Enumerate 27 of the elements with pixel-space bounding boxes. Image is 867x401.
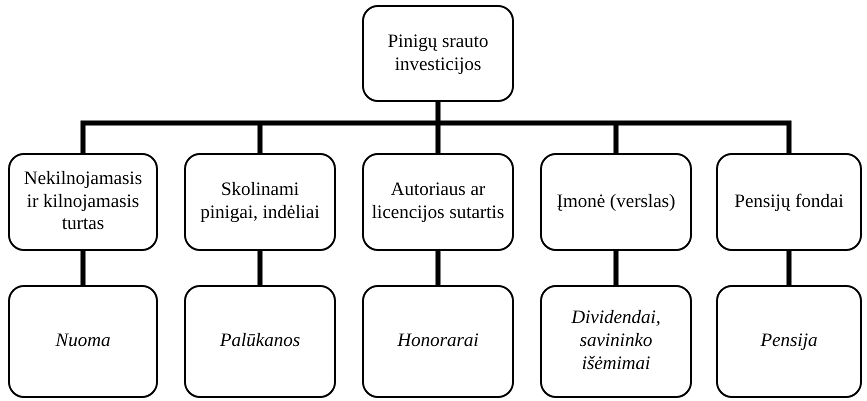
rounded-box: [362, 153, 514, 251]
box-label: Pensijų fondai: [734, 190, 844, 214]
box-label: Įmonė (verslas): [556, 190, 676, 214]
rounded-box: [184, 285, 336, 398]
rounded-box: [362, 5, 514, 102]
box-label: Autoriaus ar licencijos sutartis: [370, 179, 506, 225]
box-label: Nuoma: [56, 330, 110, 353]
box-label: Pinigų srauto investicijos: [386, 30, 490, 76]
connector-line: [258, 248, 262, 288]
connector-line: [614, 248, 618, 288]
rounded-box: [8, 153, 158, 251]
rounded-box: [716, 285, 862, 398]
rounded-box: [540, 153, 692, 251]
rounded-box: [540, 285, 692, 398]
box-label: Skolinami pinigai, indėliai: [199, 179, 321, 225]
box-label: Dividendai, savininko išėmimai: [570, 307, 662, 376]
box-label: Honorarai: [397, 330, 479, 353]
rounded-box: [716, 153, 862, 251]
box-label: Nekilnojamasis ir kilnojamasis turtas: [22, 168, 144, 236]
rounded-box: [8, 285, 158, 398]
rounded-box: [362, 285, 514, 398]
connector-line: [786, 248, 792, 288]
box-label: Pensija: [760, 330, 818, 353]
connector-line: [80, 248, 86, 288]
connector-line: [436, 248, 440, 288]
box-label: Palūkanos: [220, 330, 300, 353]
rounded-box: [184, 153, 336, 251]
